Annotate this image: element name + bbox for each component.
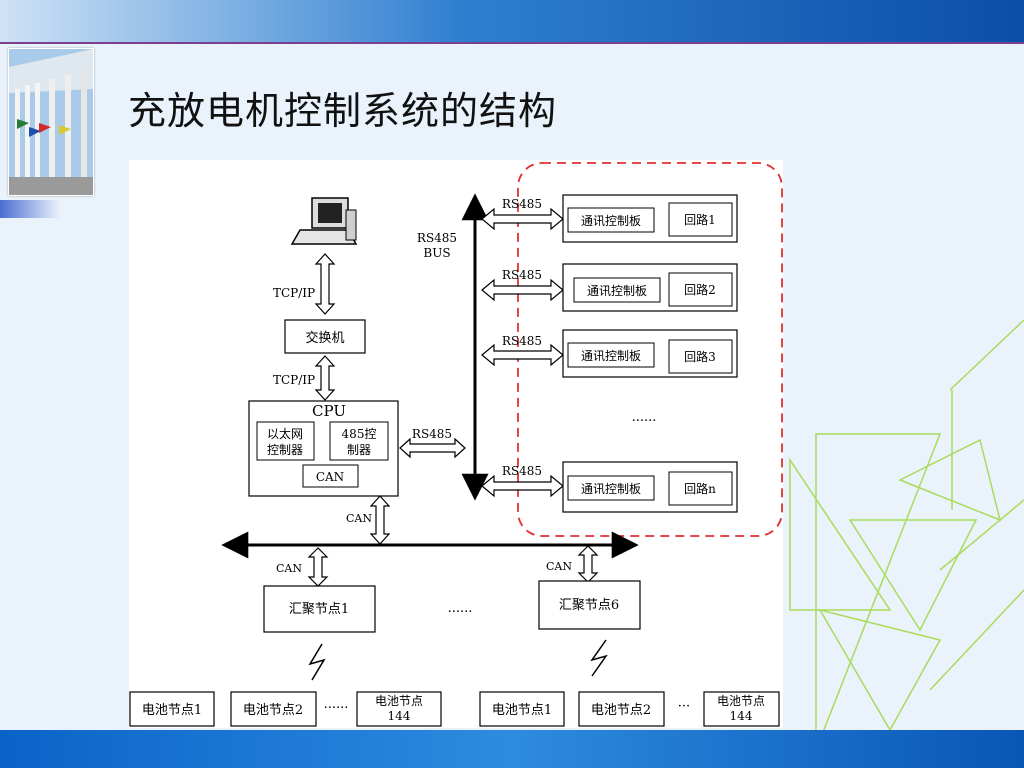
- battery-node-right-1: 电池节点1: [492, 703, 552, 718]
- footer-band: [0, 730, 1024, 768]
- ctrl-unit-n-board: 通讯控制板: [581, 482, 641, 496]
- tcpip-lower-label: TCP/IP: [273, 373, 315, 387]
- agg-node-6: CAN 汇聚节点6: [538, 545, 641, 630]
- agg-node-1-label: 汇聚节点1: [289, 602, 349, 617]
- wireless-link-icon: [590, 639, 608, 677]
- battery-ellipsis-right: ···: [678, 699, 690, 714]
- header-band: [0, 0, 1024, 42]
- building-photo: [8, 48, 94, 196]
- ctrl-unit-1-loop: 回路1: [684, 212, 716, 227]
- ctrl-unit-1: RS485 通讯控制板 回路1: [481, 194, 738, 243]
- can-module-label: CAN: [316, 470, 344, 484]
- wireless-link-icon: [308, 643, 326, 681]
- slide-title: 充放电机控制系统的结构: [128, 89, 558, 133]
- ctrl-unit-n-loop: 回路n: [684, 481, 716, 496]
- ctrl-unit-n: RS485 通讯控制板 回路n: [481, 461, 738, 513]
- rs485-group-dashed: [517, 162, 783, 537]
- ctrl-unit-3-link: RS485: [502, 334, 542, 348]
- ethernet-controller-box: [256, 421, 315, 461]
- battery-ellipsis-left: ......: [324, 697, 349, 712]
- rs485-controller-line1: 485控: [342, 427, 377, 441]
- battery-node-left-144-line2: 144: [388, 709, 411, 723]
- header-rule: [0, 42, 1024, 44]
- cpu-rs485-label: RS485: [412, 427, 452, 441]
- rs485-controller-line2: 制器: [347, 443, 371, 457]
- battery-node-left-2: 电池节点2: [243, 703, 303, 718]
- ctrl-unit-n-link: RS485: [502, 464, 542, 478]
- ctrl-unit-2-board: 通讯控制板: [587, 284, 647, 298]
- ctrl-unit-2-link: RS485: [502, 268, 542, 282]
- rs485-controller-box: [329, 421, 389, 461]
- switch-box: [284, 319, 366, 354]
- switch-label: 交换机: [305, 330, 344, 346]
- ctrl-unit-3-loop: 回路3: [684, 349, 716, 364]
- ctrl-unit-3-board: 通讯控制板: [581, 349, 641, 363]
- bus-label-line2: BUS: [423, 246, 450, 260]
- can-module-box: [302, 464, 359, 488]
- cpu-can-label: CAN: [346, 512, 372, 525]
- ethernet-controller-line1: 以太网: [267, 426, 303, 441]
- ethernet-controller-line2: 控制器: [267, 443, 303, 457]
- ctrl-unit-1-link: RS485: [502, 197, 542, 211]
- tcpip-upper-label: TCP/IP: [273, 286, 315, 300]
- battery-group-right: 电池节点1 电池节点2 ··· 电池节点 144: [479, 691, 780, 727]
- agg-node-6-link: CAN: [546, 560, 572, 573]
- battery-node-left-1: 电池节点1: [142, 703, 202, 718]
- battery-node-left-144-line1: 电池节点: [375, 694, 423, 708]
- bus-label-line1: RS485: [417, 231, 457, 245]
- ctrl-unit-2: RS485 通讯控制板 回路2: [481, 263, 738, 312]
- battery-group-left: 电池节点1 电池节点2 ...... 电池节点 144: [129, 691, 442, 727]
- agg-ellipsis: ......: [448, 601, 473, 616]
- ctrl-unit-2-loop: 回路2: [684, 282, 716, 297]
- agg-node-1-link: CAN: [276, 562, 302, 575]
- agg-node-6-label: 汇聚节点6: [559, 598, 619, 613]
- agg-node-1: CAN 汇聚节点1: [263, 547, 376, 633]
- battery-node-right-144-line2: 144: [730, 709, 753, 723]
- battery-node-right-2: 电池节点2: [591, 703, 651, 718]
- ctrl-unit-1-board: 通讯控制板: [581, 214, 641, 228]
- battery-node-right-144-line1: 电池节点: [717, 694, 765, 708]
- decorative-triangles: [789, 319, 1024, 750]
- computer-icon: [290, 197, 358, 245]
- ctrl-unit-3: RS485 通讯控制板 回路3: [481, 329, 738, 378]
- accent-bar: [0, 200, 60, 218]
- ctrl-ellipsis: ......: [632, 410, 657, 425]
- cpu-title: CPU: [312, 402, 346, 420]
